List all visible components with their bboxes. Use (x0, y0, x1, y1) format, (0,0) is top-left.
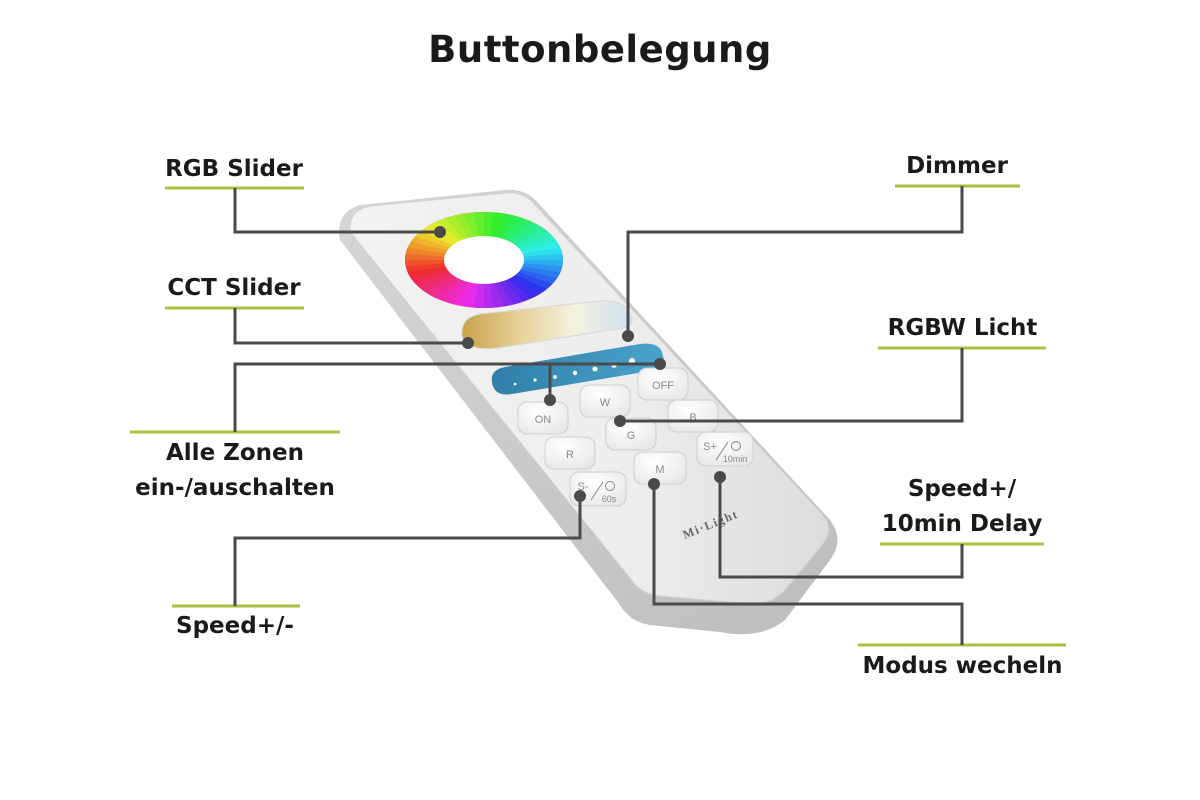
b-button-label: B (689, 412, 696, 424)
label-all-zones: Alle Zonen ein-/auschalten (120, 436, 350, 506)
leader-speed-delay (718, 477, 964, 579)
color-wheel-icon[interactable] (405, 211, 563, 308)
label-speed-delay-line2: 10min Delay (881, 511, 1043, 537)
pointer-off-button (654, 358, 666, 370)
label-cct-slider: CCT Slider (167, 275, 301, 301)
label-rgbw-light: RGBW Licht (887, 315, 1038, 341)
leader-speed-pm (233, 496, 582, 606)
speed-plus-button[interactable]: S+ 10min (696, 431, 754, 467)
pointer-g-button (614, 415, 626, 427)
w-button[interactable]: W (579, 384, 631, 418)
label-dimmer: Dimmer (906, 153, 1008, 179)
on-button-label: ON (535, 414, 552, 426)
label-speed-delay: Speed+/ 10min Delay (862, 472, 1062, 542)
label-rgb-slider: RGB Slider (165, 156, 303, 182)
leader-rgb-slider (233, 188, 440, 234)
speed-minus-label: S- (578, 481, 589, 493)
g-button-label: G (627, 430, 636, 442)
label-all-zones-line1: Alle Zonen (166, 440, 304, 466)
m-button[interactable]: M (633, 451, 687, 485)
label-all-zones-line2: ein-/auschalten (135, 475, 335, 501)
brightness-slider-icon[interactable] (491, 343, 664, 395)
label-speed-pm: Speed+/- (176, 613, 294, 639)
off-button-label: OFF (652, 380, 674, 392)
pointer-on-button (544, 394, 556, 406)
b-button[interactable]: B (667, 399, 719, 433)
pointer-rgb-slider (434, 226, 446, 238)
pointer-speed-plus (714, 471, 726, 483)
leader-cct-slider (233, 308, 468, 345)
w-button-label: W (600, 397, 611, 409)
pointer-speed-minus (574, 490, 586, 502)
pointer-m-button (648, 478, 660, 490)
timer-10min-label: 10min (723, 454, 748, 464)
timer-60s-label: 60s (602, 494, 617, 504)
leader-dimmer (626, 186, 964, 336)
on-button[interactable]: ON (517, 401, 569, 435)
pointer-cct-slider (462, 337, 474, 349)
page-title: Buttonbelegung (428, 28, 772, 71)
label-speed-delay-line1: Speed+/ (907, 476, 1017, 502)
g-button[interactable]: G (605, 417, 657, 451)
leader-mode-change (652, 484, 964, 645)
m-button-label: M (655, 464, 664, 476)
pointer-dimmer (622, 330, 634, 342)
speed-plus-label: S+ (703, 441, 717, 453)
off-button[interactable]: OFF (637, 367, 689, 401)
label-mode-change: Modus wecheln (862, 653, 1063, 679)
clock-icon (605, 481, 615, 491)
clock-icon (731, 441, 741, 451)
leader-lines (233, 186, 964, 645)
r-button-label: R (566, 449, 574, 461)
leader-rgbw-light (620, 348, 964, 423)
leader-all-zones-off (233, 362, 660, 432)
r-button[interactable]: R (544, 436, 596, 470)
